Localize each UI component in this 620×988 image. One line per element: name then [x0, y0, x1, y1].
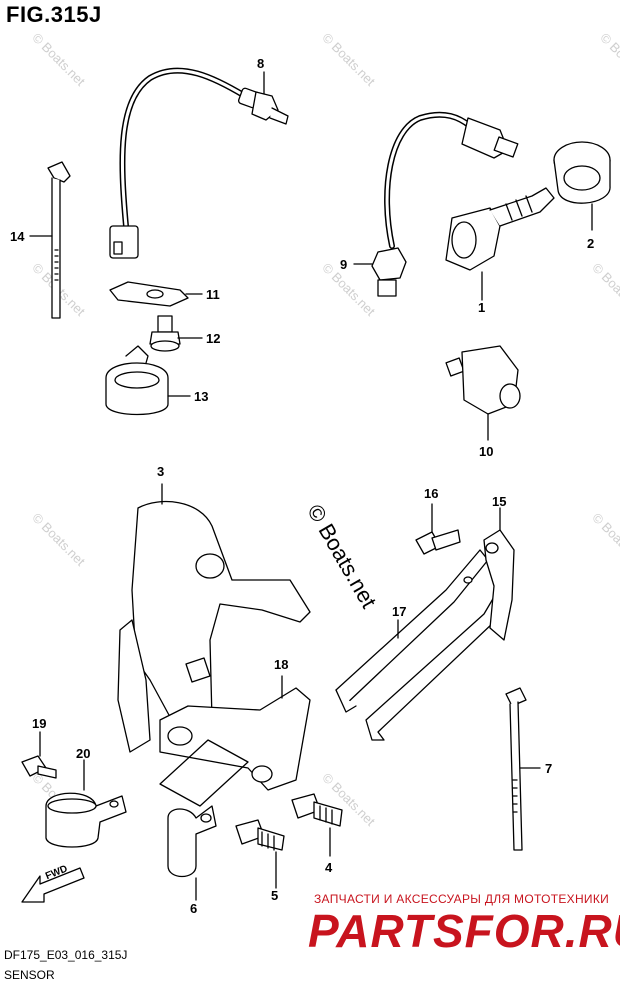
part-14-cable-tie	[47, 161, 71, 319]
part-13-clamp	[105, 345, 169, 416]
part-2-grommet	[553, 141, 611, 204]
part-19-bolt	[21, 755, 57, 779]
part-20-clamp	[45, 792, 127, 848]
part-11-plate	[109, 281, 189, 307]
callout-14[interactable]: 14	[10, 229, 25, 244]
callout-1[interactable]: 1	[478, 300, 486, 315]
callout-15[interactable]: 15	[492, 494, 507, 509]
fwd-arrow-shape	[21, 867, 85, 903]
callout-18[interactable]: 18	[274, 657, 289, 672]
part-1-sensor	[384, 111, 555, 271]
part-12-bolt	[149, 315, 181, 352]
part-4-bolt	[291, 793, 343, 827]
part-7-cable-tie	[505, 687, 527, 851]
part-9-sensor	[371, 247, 407, 297]
callout-10[interactable]: 10	[479, 444, 494, 459]
callout-11[interactable]: 11	[206, 287, 220, 302]
callout-2[interactable]: 2	[587, 236, 595, 251]
callout-20[interactable]: 20	[76, 746, 91, 761]
callout-12[interactable]: 12	[206, 331, 221, 346]
part-10-knock-sensor	[445, 345, 521, 415]
part-17-strap	[335, 549, 513, 741]
callout-17[interactable]: 17	[392, 604, 407, 619]
part-18-bracket	[159, 687, 311, 807]
shop-logo: PARTSFOR.RU	[308, 905, 620, 957]
callout-9[interactable]: 9	[340, 257, 348, 272]
diagram-code: DF175_E03_016_315J	[4, 948, 128, 962]
part-8-sensor-cable	[109, 67, 289, 259]
part-15-bracket	[483, 529, 515, 641]
part-6-clip	[167, 805, 217, 878]
part-3-bracket	[117, 501, 311, 753]
part-16-bolt	[415, 529, 461, 555]
callout-19[interactable]: 19	[32, 716, 47, 731]
callout-7[interactable]: 7	[545, 761, 553, 776]
callout-8[interactable]: 8	[257, 56, 265, 71]
shop-tagline: ЗАПЧАСТИ И АКСЕССУАРЫ ДЛЯ МОТОТЕХНИКИ	[314, 892, 610, 906]
callout-5[interactable]: 5	[271, 888, 279, 903]
callout-13[interactable]: 13	[194, 389, 209, 404]
callout-3[interactable]: 3	[157, 464, 165, 479]
callout-6[interactable]: 6	[190, 901, 198, 916]
callout-16[interactable]: 16	[424, 486, 439, 501]
callout-4[interactable]: 4	[325, 860, 333, 875]
diagram-name: SENSOR	[4, 968, 55, 982]
figure-title: FIG.315J	[6, 2, 102, 27]
part-5-bolt	[235, 819, 285, 851]
